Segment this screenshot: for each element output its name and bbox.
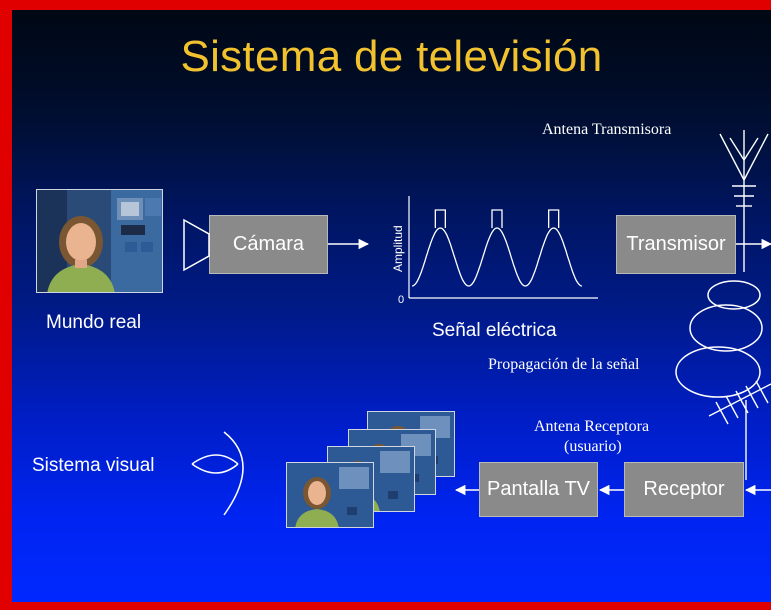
video-camera-icon [183,218,210,272]
real-world-image [36,189,163,293]
tv-frame-1 [286,462,374,528]
slide-title: Sistema de televisión [180,32,603,81]
tx-antenna-label: Antena Transmisora [542,121,672,138]
visual-system-label: Sistema visual [32,455,155,476]
receiver-box: Receptor [624,462,744,517]
propagation-label: Propagación de la señal [488,356,640,373]
rx-antenna-label-1: Antena Receptora [534,418,650,435]
real-world-label: Mundo real [46,312,142,333]
waveform-y-label: Amplitud [391,225,405,272]
signal-label: Señal eléctrica [432,320,557,341]
waveform-signal [411,209,583,287]
tv-screen-box: Pantalla TV [479,462,598,517]
waveform-origin-label: 0 [398,294,404,306]
rx-antenna-label-2: (usuario) [564,438,622,455]
diagram-overlay: 0 Amplitud [183,130,771,516]
transmitter-antenna-icon [719,130,769,272]
eye-icon [191,431,244,516]
propagation-waves [675,280,763,398]
transmitter-box: Transmisor [616,215,736,274]
receiver-antenna-icon [708,380,771,480]
